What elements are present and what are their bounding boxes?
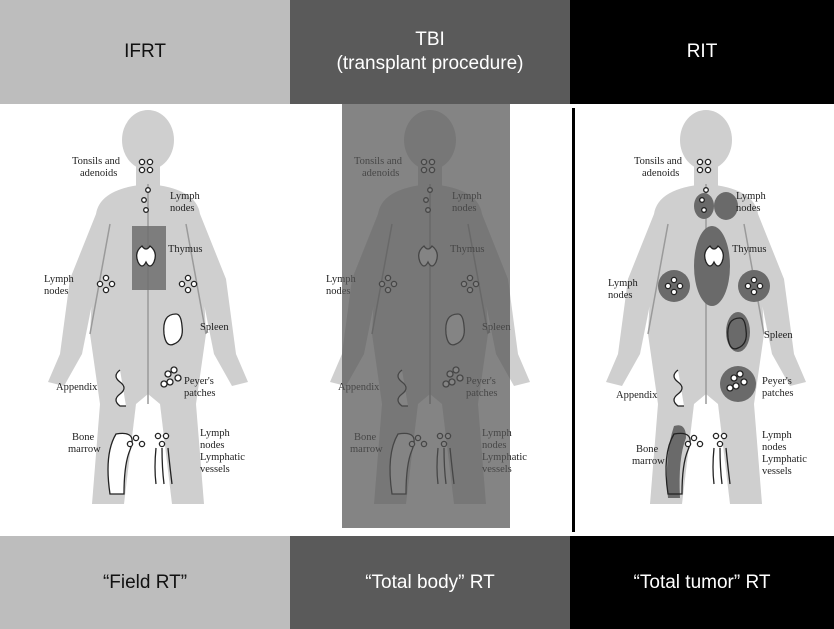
label-spleen: Spleen bbox=[200, 322, 229, 333]
label-lymph-arm-2: nodes bbox=[608, 290, 633, 301]
label-tonsils-2: adenoids bbox=[642, 168, 679, 179]
label-peyers-2: patches bbox=[184, 388, 216, 399]
label-lymph-neck-1: Lymph bbox=[170, 191, 201, 202]
label-vessels-3: Lymphatic bbox=[200, 452, 245, 463]
label-tonsils-1: Tonsils and bbox=[72, 156, 121, 167]
body-diagram-tbi: Tonsils and adenoids Lymph nodes Thymus … bbox=[290, 104, 570, 536]
label-lymph-neck-2: nodes bbox=[736, 203, 761, 214]
label-peyers-1: Peyer's bbox=[762, 376, 792, 387]
label-bone-2: marrow bbox=[632, 456, 665, 467]
panel-rit: Tonsils and adenoids Lymph nodes Thymus … bbox=[570, 104, 834, 536]
label-lymph-arm-1: Lymph bbox=[608, 278, 639, 289]
footer-rit: “Total tumor” RT bbox=[570, 536, 834, 629]
label-vessels-1: Lymph bbox=[762, 430, 793, 441]
tbi-field-box bbox=[342, 104, 510, 528]
label-tonsils-2: adenoids bbox=[80, 168, 117, 179]
label-appendix: Appendix bbox=[56, 382, 98, 393]
label-peyers-1: Peyer's bbox=[184, 376, 214, 387]
label-lymph-neck-2: nodes bbox=[170, 203, 195, 214]
label-bone-2: marrow bbox=[68, 444, 101, 455]
label-appendix: Appendix bbox=[616, 390, 658, 401]
panel-left-border bbox=[572, 108, 575, 532]
label-thymus: Thymus bbox=[732, 244, 766, 255]
label-vessels-2: nodes bbox=[762, 442, 787, 453]
header-tbi: TBI (transplant procedure) bbox=[290, 0, 570, 104]
label-tonsils-1: Tonsils and bbox=[634, 156, 683, 167]
label-vessels-2: nodes bbox=[200, 440, 225, 451]
header-rit-line-1: RIT bbox=[687, 40, 718, 64]
label-bone-1: Bone bbox=[72, 432, 95, 443]
label-vessels-4: vessels bbox=[762, 466, 792, 477]
label-thymus: Thymus bbox=[168, 244, 202, 255]
header-ifrt: IFRT bbox=[0, 0, 290, 104]
label-bone-1: Bone bbox=[636, 444, 659, 455]
label-lymph-arm-2: nodes bbox=[44, 286, 69, 297]
footer-ifrt: “Field RT” bbox=[0, 536, 290, 629]
body-diagram-rit: Tonsils and adenoids Lymph nodes Thymus … bbox=[570, 104, 834, 536]
header-rit: RIT bbox=[570, 0, 834, 104]
header-tbi-line-2: (transplant procedure) bbox=[337, 52, 524, 76]
header-ifrt-line-1: IFRT bbox=[124, 40, 166, 64]
label-peyers-2: patches bbox=[762, 388, 794, 399]
header-tbi-line-1: TBI bbox=[415, 28, 445, 52]
panel-tbi: Tonsils and adenoids Lymph nodes Thymus … bbox=[290, 104, 570, 536]
label-vessels-1: Lymph bbox=[200, 428, 231, 439]
label-spleen: Spleen bbox=[764, 330, 793, 341]
label-vessels-3: Lymphatic bbox=[762, 454, 807, 465]
label-lymph-arm-1: Lymph bbox=[44, 274, 75, 285]
panel-ifrt: Tonsils and adenoids Lymph nodes Thymus … bbox=[0, 104, 290, 536]
body-diagram-ifrt: Tonsils and adenoids Lymph nodes Thymus … bbox=[0, 104, 290, 536]
footer-tbi: “Total body” RT bbox=[290, 536, 570, 629]
label-vessels-4: vessels bbox=[200, 464, 230, 475]
label-lymph-neck-1: Lymph bbox=[736, 191, 767, 202]
